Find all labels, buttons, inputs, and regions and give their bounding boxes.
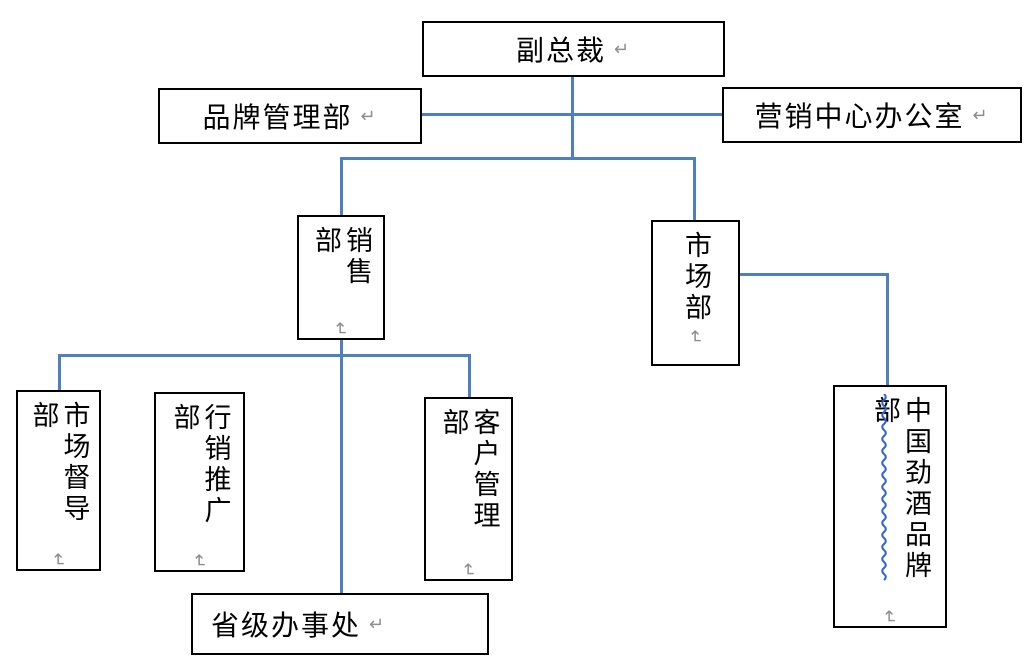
paragraph-mark: ↵ (189, 553, 210, 569)
node-market-dept[interactable]: 市场部 ↵ (651, 220, 740, 366)
paragraph-mark: ↵ (369, 614, 387, 634)
node-sales-dept[interactable]: 销售部 ↵ (297, 215, 385, 340)
node-customer-management-dept[interactable]: 客户管理部 ↵ (424, 397, 513, 581)
node-provincial-office-label: 省级办事处 (211, 611, 362, 642)
paragraph-mark: ↵ (48, 552, 69, 568)
connector-market-child-horizontal (738, 273, 889, 276)
node-market-supervision-dept-label: 市场督导部 (28, 401, 90, 525)
node-marketing-center-office-label: 营销中心办公室 (754, 102, 965, 133)
node-marketing-promotion-dept[interactable]: 行销推广部 ↵ (154, 392, 245, 572)
paragraph-mark: ↵ (685, 329, 706, 345)
node-market-dept-label: 市场部 (681, 231, 712, 324)
node-china-jingjiu-brand-dept[interactable]: 中国劲酒品牌部 ↵ (833, 385, 947, 628)
node-provincial-office[interactable]: 省级办事处 ↵ (191, 593, 489, 655)
node-sales-dept-label: 销售部 (311, 226, 373, 288)
connector-customer-drop (468, 354, 471, 399)
connector-sales-to-provincial (340, 338, 343, 595)
paragraph-mark: ↵ (880, 609, 900, 625)
node-marketing-center-office[interactable]: 营销中心办公室 ↵ (722, 87, 1022, 143)
paragraph-mark: ↵ (458, 562, 479, 578)
node-market-supervision-dept[interactable]: 市场督导部 ↵ (16, 390, 101, 571)
node-brand-management[interactable]: 品牌管理部 ↵ (158, 88, 422, 144)
connector-supervision-drop (58, 354, 61, 392)
node-vice-president[interactable]: 副总裁 ↵ (422, 21, 725, 77)
connector-vp-down (571, 77, 574, 160)
connector-sales-children-horizontal (58, 354, 471, 357)
node-vice-president-label: 副总裁 (515, 36, 606, 67)
node-customer-management-dept-label: 客户管理部 (438, 408, 500, 532)
paragraph-mark: ↵ (972, 105, 990, 125)
connector-branch-horizontal (340, 157, 696, 160)
node-brand-management-label: 品牌管理部 (202, 103, 353, 134)
paragraph-mark: ↵ (613, 39, 632, 59)
connector-jingjiu-drop (886, 273, 889, 387)
grammar-squiggle-underline (881, 394, 887, 581)
node-marketing-promotion-dept-label: 行销推广部 (169, 403, 231, 527)
paragraph-mark: ↵ (331, 321, 351, 337)
connector-market-drop (693, 157, 696, 222)
connector-row2-horizontal (422, 113, 722, 116)
connector-sales-drop (340, 157, 343, 217)
paragraph-mark: ↵ (360, 106, 378, 126)
node-china-jingjiu-brand-dept-label: 中国劲酒品牌部 (870, 396, 932, 582)
